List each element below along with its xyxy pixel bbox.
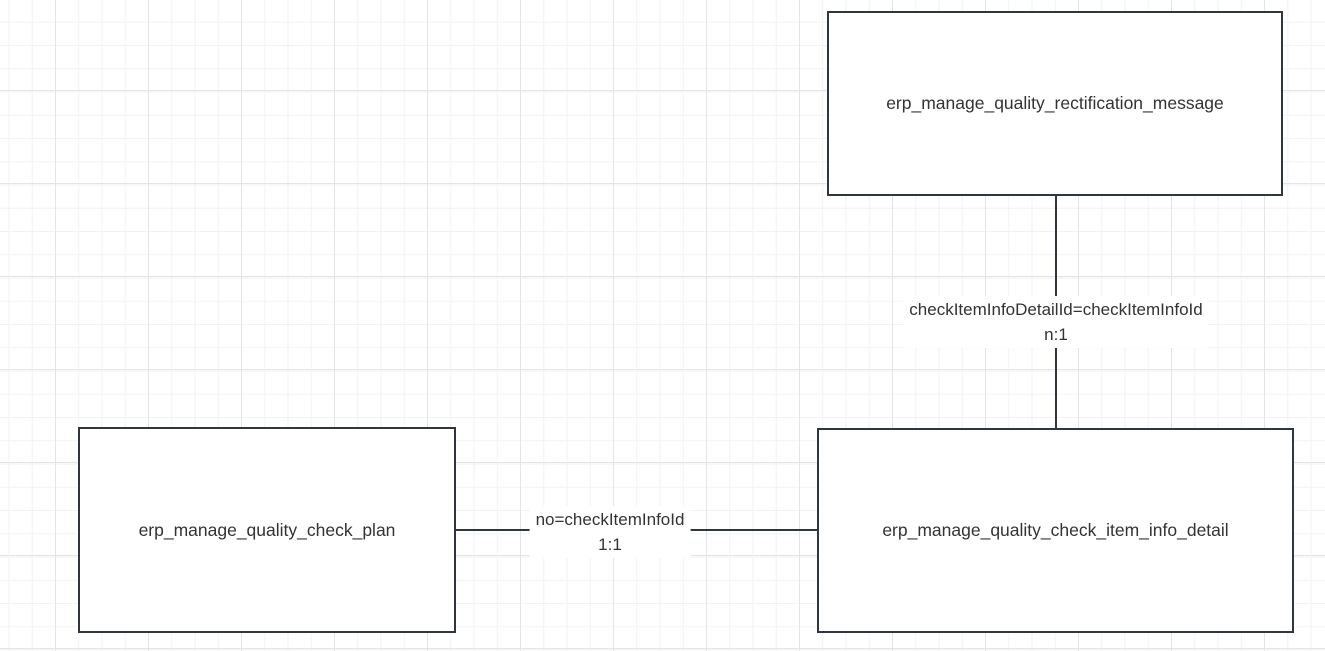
node-erp-manage-quality-rectification-message[interactable]: erp_manage_quality_rectification_message: [827, 11, 1283, 196]
edge-condition-text: checkItemInfoDetailId=checkItemInfoId: [909, 300, 1203, 319]
edge-label-rectification-to-detail[interactable]: checkItemInfoDetailId=checkItemInfoId n:…: [903, 296, 1209, 348]
edge-condition-text: no=checkItemInfoId: [535, 510, 685, 529]
node-label: erp_manage_quality_check_plan: [138, 519, 396, 540]
node-erp-manage-quality-check-item-info-detail[interactable]: erp_manage_quality_check_item_info_detai…: [817, 428, 1294, 633]
edge-label-check-plan-to-detail[interactable]: no=checkItemInfoId 1:1: [529, 506, 691, 558]
node-label: erp_manage_quality_check_item_info_detai…: [882, 520, 1229, 540]
node-label: erp_manage_quality_rectification_message: [886, 93, 1224, 113]
edge-cardinality-text: n:1: [1044, 325, 1068, 344]
node-erp-manage-quality-check-plan[interactable]: erp_manage_quality_check_plan: [78, 427, 456, 633]
edge-cardinality-text: 1:1: [598, 535, 622, 554]
